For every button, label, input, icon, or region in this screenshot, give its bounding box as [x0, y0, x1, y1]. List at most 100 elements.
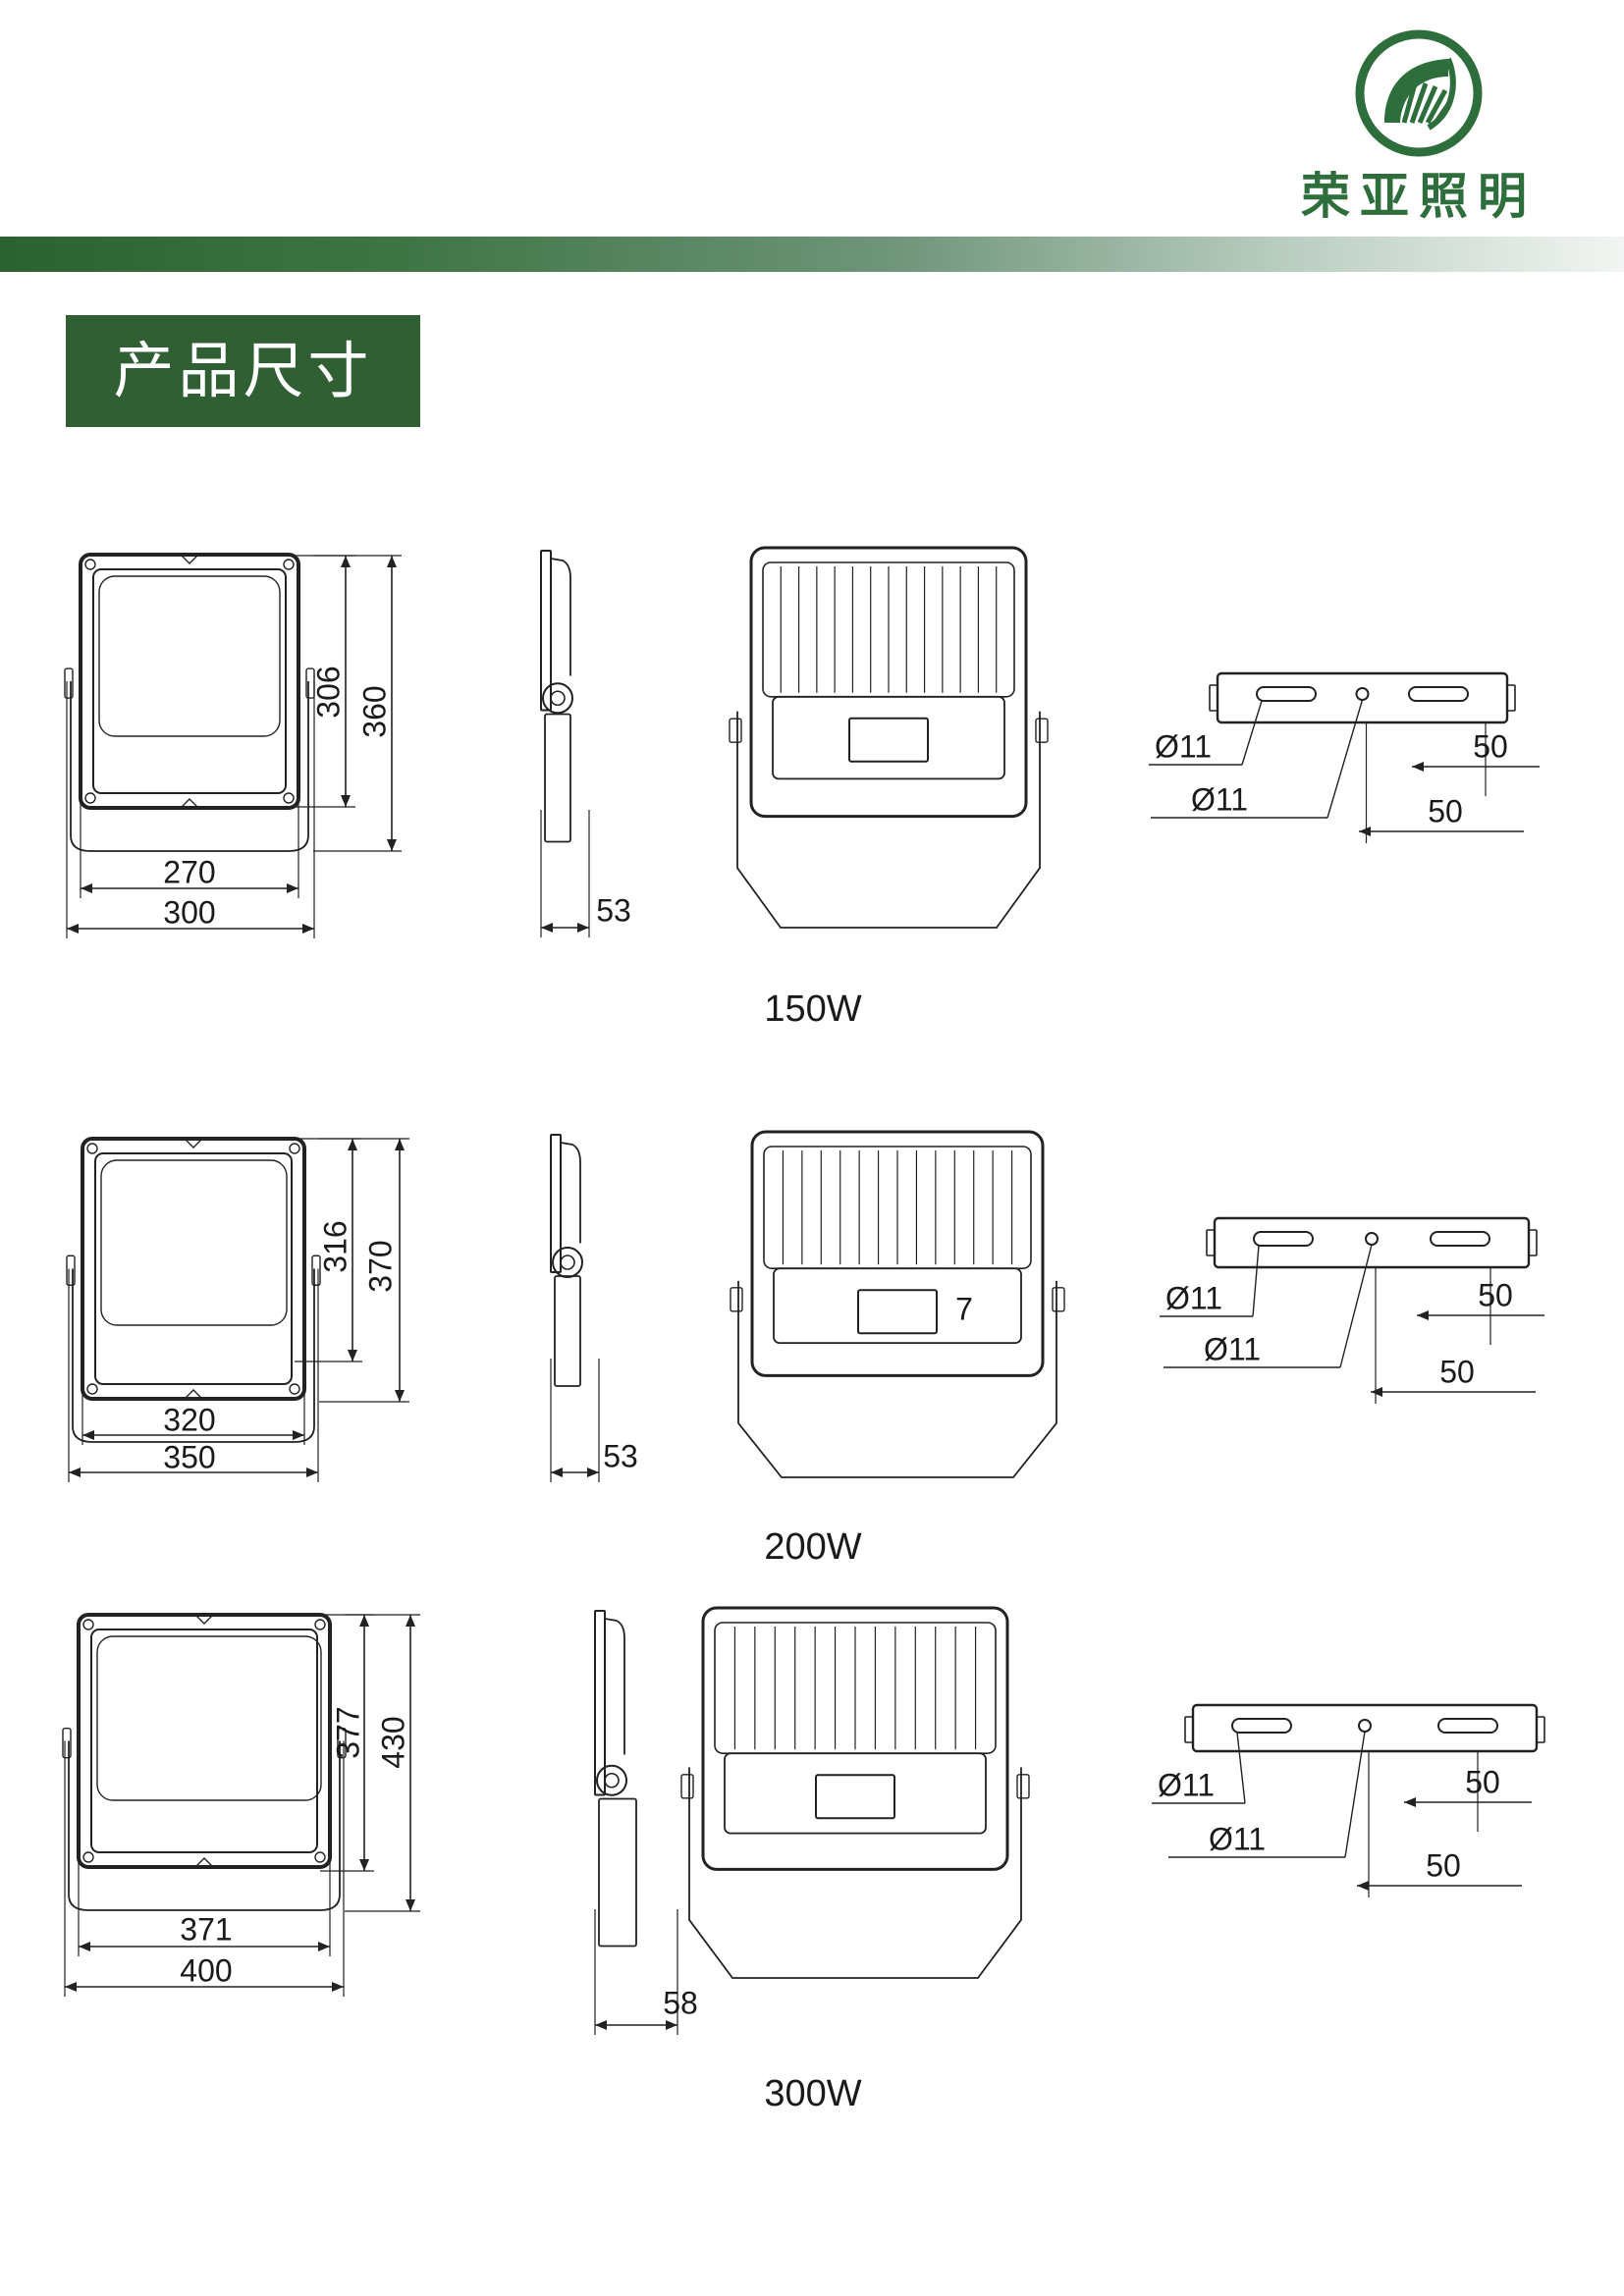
screw-icon — [86, 1383, 98, 1395]
bracket-slot-right — [1408, 686, 1469, 702]
dimension-arrow — [577, 923, 589, 933]
bracket-knob-right — [311, 1255, 321, 1286]
bracket-knob-right — [1052, 1287, 1065, 1312]
dimension-arrow — [82, 1430, 94, 1440]
dimension-arrow — [1404, 1797, 1416, 1807]
hole-spacing-label: 50 — [1478, 1277, 1513, 1312]
bracket-end-right — [1506, 684, 1516, 712]
side-view-pivot-bolt — [604, 1772, 620, 1789]
bracket-end-left — [1184, 1716, 1194, 1743]
back-view-driver-box — [773, 1267, 1022, 1344]
screw-icon — [314, 1851, 326, 1863]
bracket-end-left — [1206, 1229, 1216, 1256]
hole-diameter-label: Ø11 — [1158, 1767, 1215, 1802]
bracket-top-view — [1216, 671, 1509, 724]
width-outer-label: 300 — [163, 894, 215, 930]
dimension-arrow — [395, 1390, 405, 1402]
front-view-glass — [90, 1629, 318, 1853]
bracket-knob-left — [680, 1774, 694, 1799]
bracket-top-view — [1213, 1216, 1531, 1269]
front-view-glass — [92, 568, 287, 794]
side-view-heatsink — [550, 558, 571, 676]
front-view-frame — [79, 553, 300, 810]
bracket-slot-right — [1430, 1231, 1490, 1247]
back-view-bracket — [736, 711, 1041, 929]
bracket-knob-left — [64, 667, 74, 699]
leader-line — [1252, 1245, 1260, 1317]
dimension-arrow — [69, 1468, 81, 1477]
leader-line — [1236, 1732, 1246, 1804]
leader-line — [1241, 700, 1263, 766]
hole-diameter-label: Ø11 — [1204, 1331, 1261, 1366]
back-view-driver-box — [772, 695, 1005, 780]
back-view-label: 7 — [955, 1292, 973, 1327]
side-view-pivot-bolt — [550, 690, 566, 707]
dimension-arrow — [595, 2020, 607, 2030]
height-inner-label: 306 — [310, 666, 346, 718]
top-clip — [179, 554, 200, 564]
hole-diameter-label: Ø11 — [1165, 1280, 1222, 1315]
back-view-housing — [750, 1130, 1045, 1377]
leader-line — [1344, 1731, 1366, 1858]
hole-diameter-label: Ø11 — [1191, 781, 1248, 817]
bracket-end-left — [1209, 684, 1218, 712]
hole-diameter-label: Ø11 — [1155, 728, 1212, 764]
top-clip — [183, 1138, 204, 1148]
front-view-bracket — [70, 681, 309, 852]
back-view-bracket — [688, 1767, 1022, 1979]
brand-name: 荣亚照明 — [1301, 168, 1537, 225]
dimension-arrow — [387, 556, 397, 567]
side-view-bracket — [598, 1797, 637, 1948]
side-view-pivot — [552, 1247, 583, 1278]
back-view-driver-box — [724, 1752, 987, 1835]
hole-diameter-label: Ø11 — [1209, 1821, 1266, 1856]
dimension-arrow — [1417, 1310, 1429, 1320]
side-view-heatsink — [560, 1142, 581, 1244]
dimension-arrow — [293, 1430, 304, 1440]
bracket-knob-right — [1035, 718, 1049, 743]
back-view-housing — [749, 546, 1028, 819]
leaf-emblem-icon — [1355, 29, 1483, 157]
dimension-arrow — [1412, 762, 1424, 772]
front-view-frame — [81, 1137, 306, 1401]
dimension-arrow — [1359, 827, 1371, 836]
hole-spacing-label: 50 — [1439, 1354, 1475, 1389]
dimension-arrow — [395, 1139, 405, 1150]
width-inner-label: 270 — [163, 854, 215, 889]
bracket-knob-right — [337, 1727, 347, 1759]
front-view-bracket — [68, 1740, 341, 1911]
dimension-arrow — [287, 883, 298, 893]
dimension-arrow — [302, 924, 314, 934]
model-caption: 300W — [764, 2073, 861, 2114]
front-view-led-panel — [100, 1159, 288, 1326]
height-outer-label: 370 — [362, 1240, 398, 1292]
hole-spacing-label: 50 — [1428, 793, 1463, 828]
side-view-bracket — [554, 1275, 581, 1387]
dimension-arrow — [67, 924, 79, 934]
depth-label: 53 — [603, 1438, 638, 1473]
back-view-bracket — [737, 1280, 1057, 1478]
hole-spacing-label: 50 — [1426, 1847, 1461, 1883]
bracket-slot-left — [1256, 686, 1317, 702]
header-gradient-band — [0, 237, 1624, 272]
bottom-clip — [179, 798, 200, 809]
screw-icon — [289, 1383, 300, 1395]
dimension-arrow — [359, 1859, 369, 1871]
dimension-arrow — [359, 1615, 369, 1627]
dimension-arrow — [1357, 1881, 1369, 1891]
model-caption: 150W — [764, 988, 861, 1030]
dimension-arrow — [341, 556, 351, 567]
width-inner-label: 371 — [180, 1911, 232, 1947]
side-view-housing — [594, 1610, 606, 1796]
bracket-center-hole — [1355, 687, 1370, 701]
dimension-arrow — [81, 883, 92, 893]
bracket-knob-left — [62, 1727, 72, 1759]
bracket-slot-right — [1437, 1718, 1498, 1734]
screw-icon — [84, 559, 96, 570]
top-clip — [193, 1614, 215, 1625]
bottom-clip — [193, 1857, 215, 1868]
bracket-knob-left — [729, 718, 742, 743]
bracket-knob-right — [1016, 1774, 1030, 1799]
dimension-arrow — [341, 795, 351, 807]
